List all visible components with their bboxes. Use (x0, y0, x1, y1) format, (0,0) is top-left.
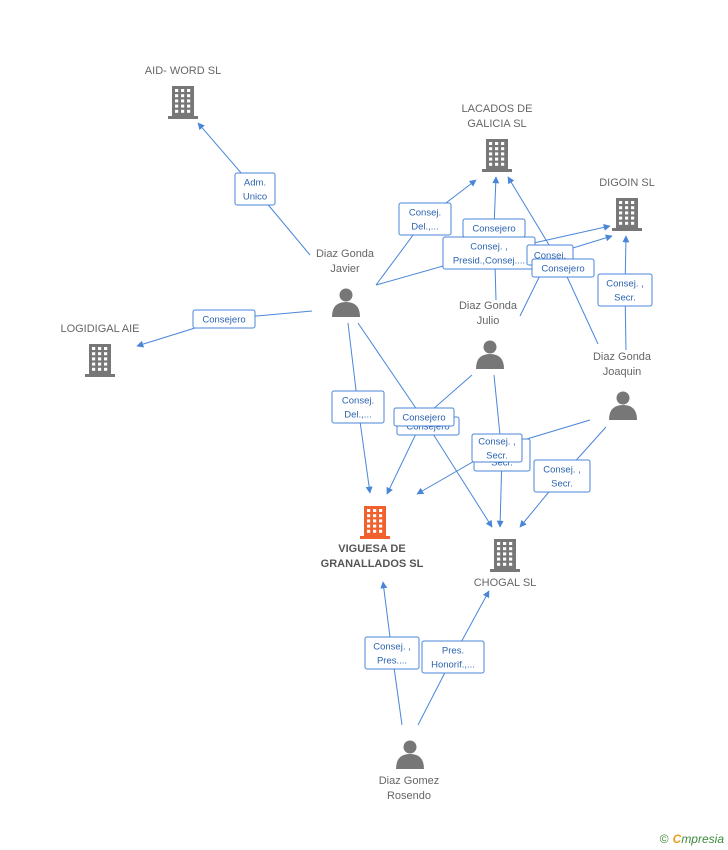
edge-label-text: Secr. (614, 293, 636, 304)
edge-label-box[interactable]: Adm. Unico (234, 172, 276, 206)
edge-label-box[interactable]: Consej. Del.,... (331, 390, 385, 424)
edge-label-box[interactable]: Consejero (393, 407, 455, 427)
node-label-viguesa: GRANALLADOS SL (321, 558, 424, 570)
edge-label-text: Consejero (402, 413, 445, 424)
edge-label-text: Consej. (534, 251, 566, 262)
edge-label-box[interactable]: Consej. , Secr. (597, 273, 653, 307)
edge-label-text: Consej. , (478, 437, 516, 448)
building-icon (490, 539, 520, 572)
edge-label-text: Honorif.,... (431, 660, 475, 671)
node-chogal[interactable]: CHOGAL SL (474, 539, 537, 589)
person-icon (609, 391, 637, 420)
node-label-julio: Diaz Gonda (459, 300, 518, 312)
edge-label-text: Del.,... (411, 222, 438, 233)
edge-label-box[interactable]: Consejero (192, 309, 256, 329)
person-icon (476, 340, 504, 369)
brand-footer: ©Cmpresia (660, 832, 724, 846)
edge-label-box[interactable]: Consej. , Secr. (471, 433, 523, 463)
building-icon (360, 506, 390, 539)
edge-label-box[interactable]: Consejero (462, 218, 526, 238)
edge-label-box[interactable]: Consej. , Pres.... (364, 636, 420, 670)
edge-label-text: Consejero (541, 264, 584, 275)
edge-label-text: Pres.... (377, 656, 407, 667)
node-aidword[interactable]: AID- WORD SL (145, 65, 221, 119)
edges-layer (136, 122, 630, 726)
building-icon (612, 198, 642, 231)
node-label-viguesa: VIGUESA DE (338, 543, 405, 555)
node-label-joaquin: Joaquin (603, 366, 642, 378)
edge-label-text: Consejero (202, 315, 245, 326)
node-label-aidword: AID- WORD SL (145, 65, 221, 77)
building-icon (85, 344, 115, 377)
edge-label-text: Consej. , (373, 642, 411, 653)
edge-label-text: Consej. , (543, 465, 581, 476)
brand-name: mpresia (681, 832, 724, 846)
node-label-logidigal: LOGIDIGAL AIE (60, 323, 139, 335)
edge-label-text: Secr. (491, 458, 513, 469)
node-label-digoin: DIGOIN SL (599, 177, 655, 189)
edge-label-box[interactable]: Consej. , Presid.,Consej.... (442, 236, 536, 270)
node-label-lacados: GALICIA SL (467, 118, 526, 130)
edge-label-text: Adm. (244, 178, 266, 189)
edge-label-text: Unico (243, 192, 267, 203)
edge-label-box[interactable]: Consejero (531, 258, 595, 278)
edge-label-text: Del.,... (344, 410, 371, 421)
edge-label-text: Consej. , (606, 279, 644, 290)
edge-labels-layer: Adm.UnicoConsejeroConsej.Del.,...Consej.… (192, 172, 653, 674)
copyright-icon: © (659, 832, 669, 846)
node-logidigal[interactable]: LOGIDIGAL AIE (60, 323, 140, 377)
node-label-julio: Julio (477, 315, 500, 327)
edge-label-text: Consej. (409, 208, 441, 219)
brand-initial: C (672, 832, 682, 846)
edge-label-text: Pres. (442, 646, 464, 657)
edge-label-text: Presid.,Consej.... (453, 256, 525, 267)
node-label-rosendo: Rosendo (387, 790, 431, 802)
edge-label-box[interactable]: Consej. Del.,... (398, 202, 452, 236)
node-label-chogal: CHOGAL SL (474, 577, 537, 589)
edge-label-text: Consejero (406, 422, 449, 433)
node-lacados[interactable]: LACADOS DE GALICIA SL (462, 103, 533, 172)
node-label-rosendo: Diaz Gomez (379, 775, 440, 787)
person-icon (332, 288, 360, 317)
edge-label-text: Secr. (551, 479, 573, 490)
node-label-joaquin: Diaz Gonda (593, 351, 652, 363)
node-label-lacados: LACADOS DE (462, 103, 533, 115)
edge-label-box[interactable]: Pres. Honorif.,... (421, 640, 485, 674)
edge-label-box[interactable]: Consej. , Secr. (533, 459, 591, 493)
node-digoin[interactable]: DIGOIN SL (599, 177, 655, 231)
edge-label-text: Consejero (472, 224, 515, 235)
building-icon (482, 139, 512, 172)
node-viguesa[interactable]: VIGUESA DE GRANALLADOS SL (321, 506, 424, 570)
edge-label-text: Consej. , (470, 242, 508, 253)
building-icon (168, 86, 198, 119)
node-label-javier: Diaz Gonda (316, 248, 375, 260)
edge-label-text: Consej. (342, 396, 374, 407)
nodes-layer: AID- WORD SL LACADOS DE GALICIA SL DIGOIN S… (60, 65, 654, 802)
edge-label-text: Secr. (486, 451, 508, 462)
person-icon (396, 740, 424, 769)
node-label-javier: Javier (330, 263, 360, 275)
